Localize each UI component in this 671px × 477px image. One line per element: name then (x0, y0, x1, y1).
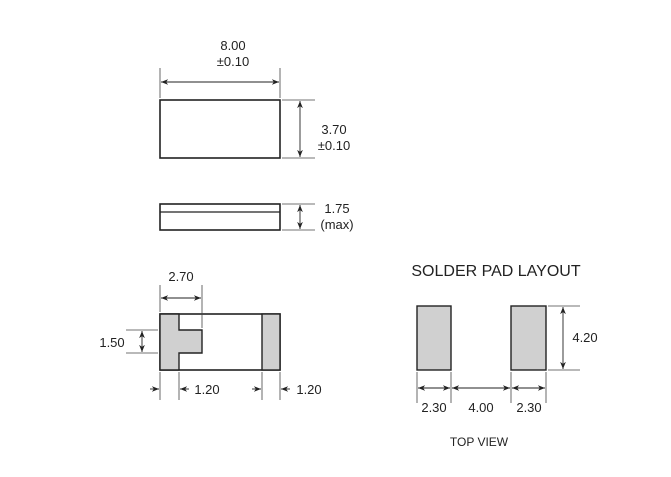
width-label: 3.70 (321, 122, 346, 137)
package-outline (159, 99, 281, 159)
right-pad (261, 313, 281, 371)
right-pad-width-label: 1.20 (296, 382, 321, 397)
left-pad-with-tab (159, 313, 203, 371)
length-label: 8.00 (220, 38, 245, 53)
solder-pad-left (416, 305, 452, 371)
left-pad-width-label: 1.20 (194, 382, 219, 397)
pad-gap-label: 4.00 (468, 400, 493, 415)
pad-width-left-label: 2.30 (421, 400, 446, 415)
solder-pad-title: SOLDER PAD LAYOUT (411, 263, 580, 280)
tab-height-label: 1.50 (99, 335, 124, 350)
solder-pad-layout: SOLDER PAD LAYOUT 4.20 2.30 4.00 2.30 TO… (411, 263, 597, 449)
top-view-caption: TOP VIEW (450, 435, 509, 449)
top-view: 8.00 ±0.10 3.70 ±0.10 (159, 38, 350, 159)
width-tolerance: ±0.10 (318, 138, 350, 153)
length-tolerance: ±0.10 (217, 54, 249, 69)
side-view: 1.75 (max) (159, 201, 354, 232)
tab-offset-label: 2.70 (168, 269, 193, 284)
height-label: 1.75 (324, 201, 349, 216)
side-outline (159, 203, 281, 231)
height-note: (max) (320, 217, 353, 232)
solder-pad-right (510, 305, 547, 371)
pad-height-label: 4.20 (572, 330, 597, 345)
pad-width-right-label: 2.30 (516, 400, 541, 415)
bottom-view: 2.70 1.50 1.20 1.20 (99, 269, 322, 400)
